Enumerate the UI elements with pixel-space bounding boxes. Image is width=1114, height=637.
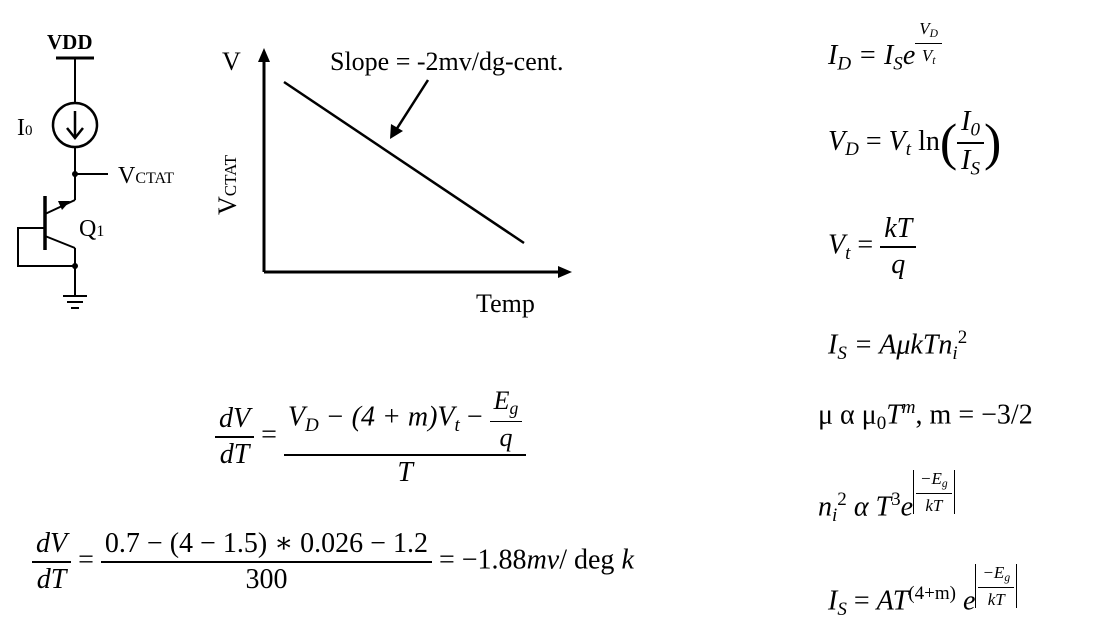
equation-saturation-current: IS = AμkTni2 [828,327,968,364]
x-axis-label: Temp [476,289,535,318]
graph-axes [258,48,572,278]
i0-label: I0 [17,115,33,141]
vctat-label: VCTAT [118,163,175,189]
equation-saturation-current-temp: IS = AT(4+m) e −Eg kT [828,562,1018,619]
node-dot [72,263,78,269]
equation-slope-numeric: dV dT = 0.7 − (4 − 1.5) ∗ 0.026 − 1.2 30… [32,530,634,594]
arrow-right-icon [558,266,572,278]
y-axis-label: VCTAT [213,155,242,215]
arrow-up-icon [258,48,270,62]
annotation-arrow [394,79,430,131]
circuit-schematic [17,56,108,309]
equation-diode-voltage: VD = Vt ln( I0 IS ) [828,106,1002,180]
y-axis-top-label: V [222,47,241,76]
equation-thermal-voltage: Vt = kT q [828,215,917,279]
equation-mobility: μ α μ0Tm, m = −3/2 [818,397,1033,434]
emitter-arrow-icon [58,201,70,210]
equation-intrinsic-carrier: ni2 α T3e −Eg kT [818,468,955,525]
vdd-label: VDD [47,30,93,54]
equation-slope-general: dV dT = VD − (4 + m)Vt − Eg q T [215,388,527,487]
arrow-head-icon [390,124,403,139]
equation-diode-current: ID = ISe VD Vt [828,20,942,73]
wire [17,227,75,267]
slope-annotation: Slope = -2mv/dg-cent. [330,47,564,76]
q1-label: Q1 [79,216,105,242]
slope-line [283,80,525,245]
